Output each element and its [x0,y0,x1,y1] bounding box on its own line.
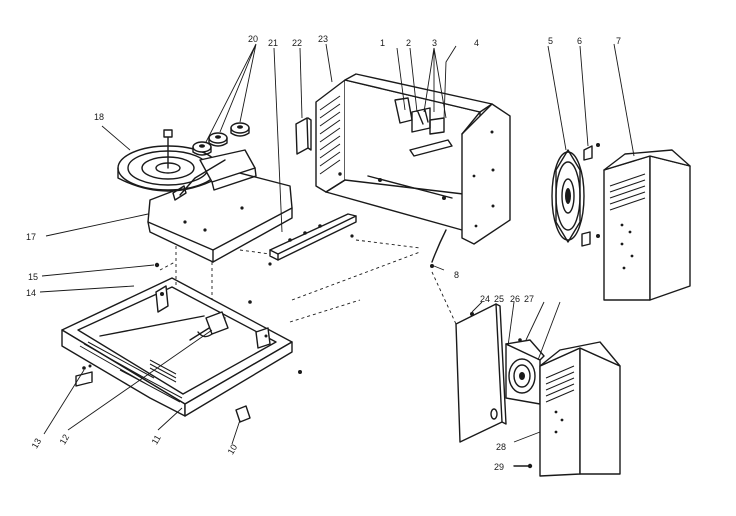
callout-7: 7 [616,36,621,46]
speaker-clip-top [583,143,600,161]
callout-25: 25 [494,294,504,304]
callout-20: 20 [248,34,258,44]
callout-23: 23 [318,34,328,44]
callout-4: 4 [474,38,479,48]
enclosure-screw [513,463,533,469]
bracket-strip [269,213,357,255]
callout-17: 17 [26,232,36,242]
callout-27: 27 [524,294,534,304]
speaker-enclosure-left [539,341,621,477]
base-unit [61,262,302,423]
assembly-guide-lines [159,239,457,325]
control-knobs [192,122,250,156]
callout-11: 11 [150,433,163,446]
callout-22: 22 [292,38,302,48]
cabinet-shell [315,73,511,268]
callout-21: 21 [268,38,278,48]
callout-5: 5 [548,36,553,46]
square-speaker [505,338,545,405]
callout-28: 28 [496,442,506,452]
callout-15: 15 [28,272,38,282]
callout-24: 24 [480,294,490,304]
callout-14: 14 [26,288,36,298]
callout-13: 13 [30,437,44,451]
callout-26: 26 [510,294,520,304]
leader-lines [39,43,635,445]
callout-8: 8 [454,270,459,280]
callout-2: 2 [406,38,411,48]
oval-speaker [551,149,585,243]
callout-1: 1 [380,38,385,48]
speaker-front-panel [455,303,507,443]
callout-3: 3 [432,38,437,48]
turntable-assembly [117,122,293,263]
callout-12: 12 [58,433,72,447]
callout-18: 18 [94,112,104,122]
base-foot [235,405,251,423]
callout-6: 6 [577,36,582,46]
speaker-enclosure-right [603,149,691,301]
speaker-clip-bottom [581,231,600,247]
small-bracket-part [295,117,312,155]
callout-10: 10 [226,443,240,457]
callout-numbers: 1 2 3 4 5 6 7 8 10 11 12 13 14 15 17 18 … [26,34,621,472]
callout-29: 29 [494,462,504,472]
